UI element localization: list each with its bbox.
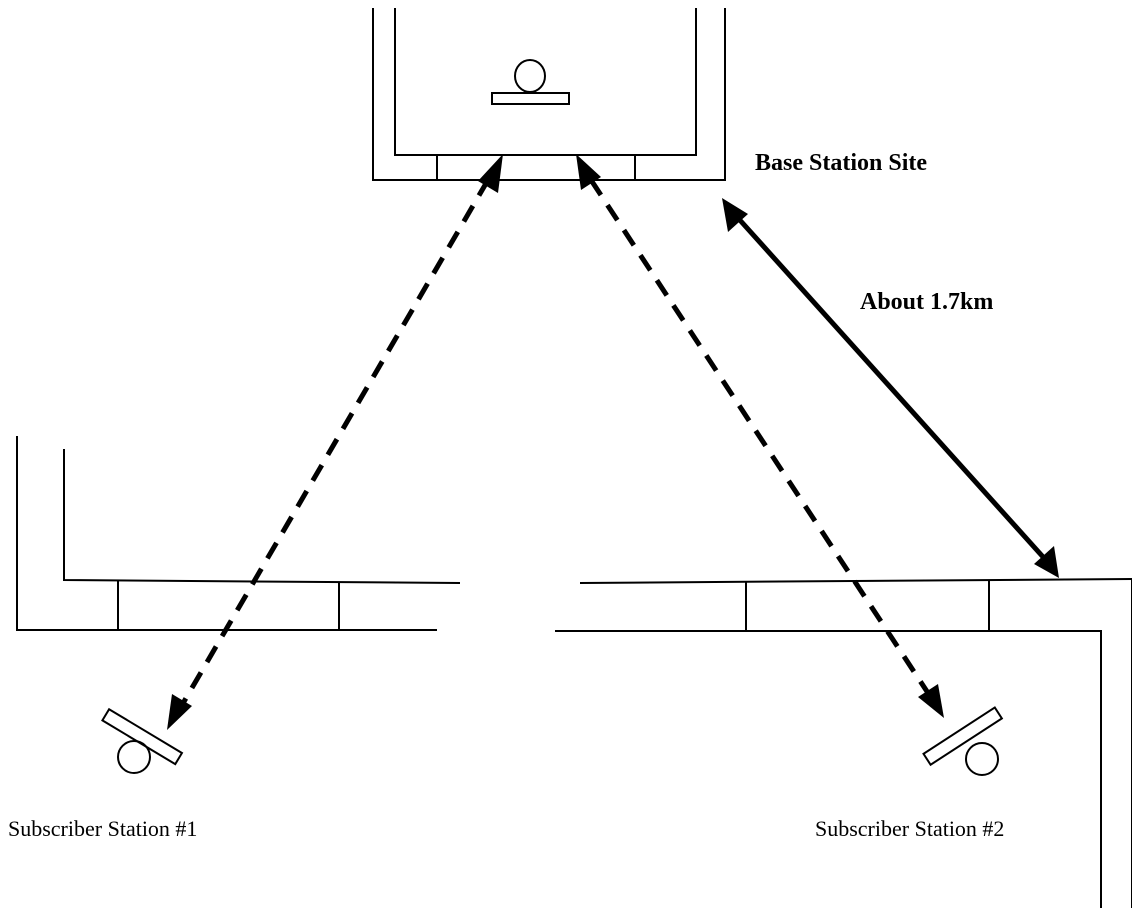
left-building: [16, 436, 461, 631]
base-station-building: [372, 8, 726, 181]
subscriber-station-1-icon: [101, 707, 184, 774]
subscriber-1-label: Subscriber Station #1: [8, 816, 197, 841]
distance-label: About 1.7km: [860, 289, 993, 315]
right-building: [555, 578, 1132, 908]
link-arrow-subscriber-2: [576, 154, 944, 718]
base-station-antenna-icon: [491, 59, 570, 105]
distance-arrow: [722, 198, 1059, 578]
base-station-label: Base Station Site: [755, 150, 927, 176]
subscriber-station-2-icon: [922, 706, 1004, 776]
link-arrow-subscriber-1: [167, 154, 503, 730]
subscriber-2-label: Subscriber Station #2: [815, 816, 1004, 841]
